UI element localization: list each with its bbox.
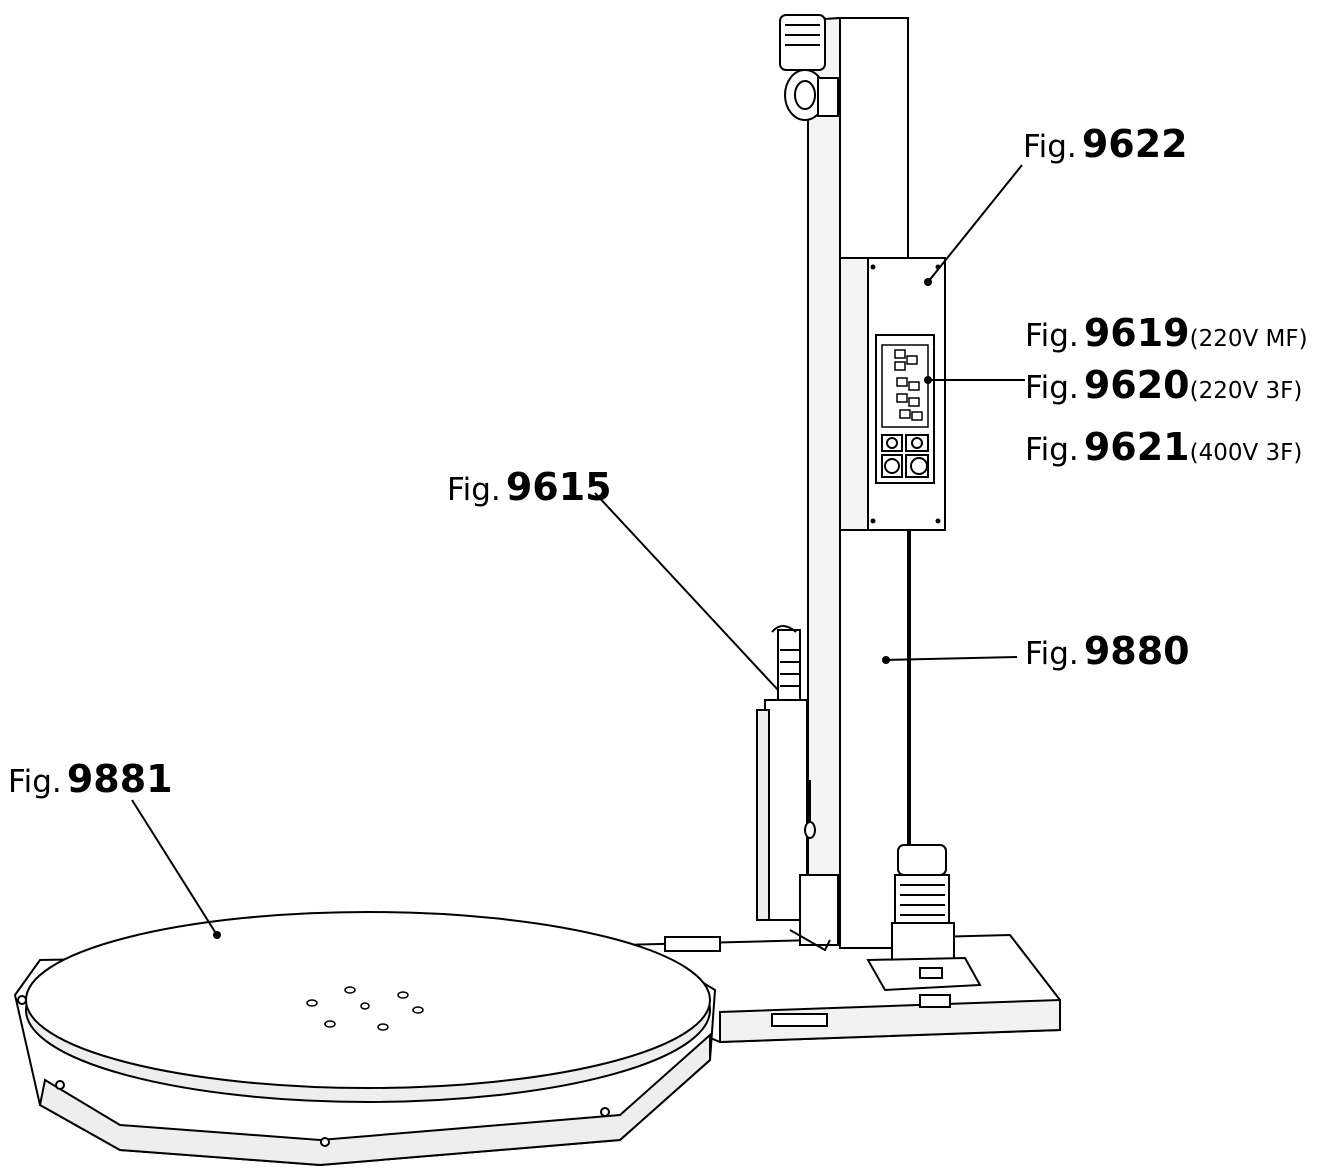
film-carriage bbox=[756, 625, 839, 952]
callout-9620: Fig. 9620(220V 3F) bbox=[1025, 363, 1303, 407]
leader-lines bbox=[131, 164, 1025, 936]
leader-dots bbox=[213, 278, 932, 939]
control-box-side bbox=[839, 257, 869, 531]
callout-9881: Fig. 9881 bbox=[8, 757, 173, 801]
base-frame-front bbox=[719, 998, 1061, 1044]
turntable-disc bbox=[25, 911, 711, 1089]
bottom-motor bbox=[866, 844, 982, 992]
turntable-base-front bbox=[38, 1032, 711, 1167]
top-motor bbox=[779, 14, 839, 121]
base-slot-1 bbox=[664, 936, 721, 952]
callout-9880: Fig. 9880 bbox=[1025, 629, 1190, 673]
callout-9621: Fig. 9621(400V 3F) bbox=[1025, 425, 1303, 469]
base-slot-2 bbox=[771, 1013, 828, 1027]
callout-9619: Fig. 9619(220V MF) bbox=[1025, 311, 1308, 355]
mast-side bbox=[807, 16, 841, 947]
callout-9615: Fig. 9615 bbox=[447, 465, 612, 509]
turntable-holes bbox=[306, 986, 424, 1031]
callout-9622: Fig. 9622 bbox=[1023, 122, 1188, 166]
base-slot-3 bbox=[919, 994, 951, 1008]
